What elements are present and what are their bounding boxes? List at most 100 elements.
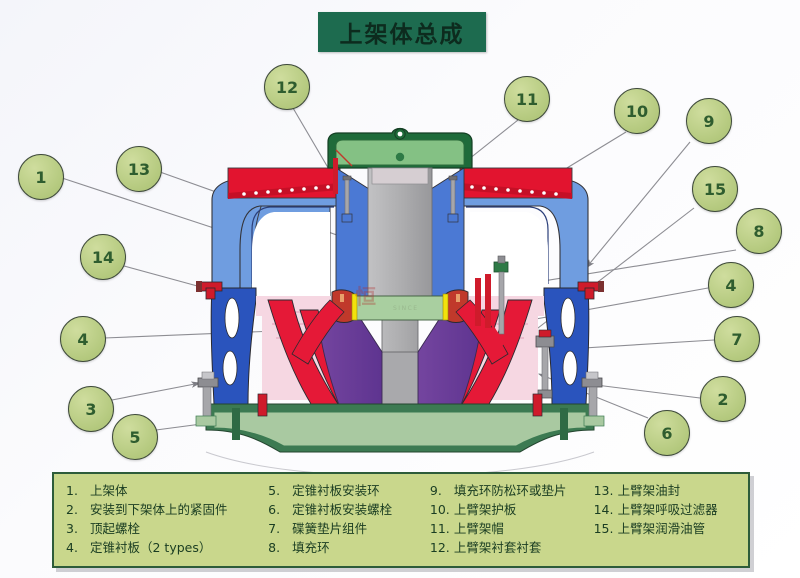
legend-item-9: 9. 填充环防松环或垫片 <box>430 483 594 499</box>
callout-4-left-label: 4 <box>77 329 89 349</box>
callout-10-label: 10 <box>625 101 649 121</box>
legend-item-9-num: 9. <box>429 483 442 498</box>
legend-item-10: 10.上臂架护板 <box>430 502 594 518</box>
callout-7[interactable]: 7 <box>714 316 760 362</box>
legend-item-10-num: 10. <box>429 502 450 517</box>
callout-5-label: 5 <box>129 427 141 447</box>
filler-ring-arm-left <box>291 299 345 365</box>
legend-item-13-num: 13. <box>593 483 614 498</box>
callout-14-label: 14 <box>91 247 115 267</box>
legend-item-12-num: 12. <box>429 540 450 555</box>
callout-12-label: 12 <box>275 77 299 97</box>
legend-item-15: 15.上臂架润滑油管 <box>594 521 738 537</box>
cone-liner-mounting-bolt-right <box>447 175 459 223</box>
legend-item-13-text: 上臂架油封 <box>617 483 681 498</box>
arm-bushing <box>333 158 338 194</box>
spring-washer-pack <box>535 329 555 399</box>
jack-bolt-left <box>195 371 219 427</box>
legend-column-4: 13.上臂架油封 14.上臂架呼吸过滤器 15.上臂架润滑油管 <box>594 483 738 566</box>
callout-1[interactable]: 1 <box>18 154 64 200</box>
callout-11[interactable]: 11 <box>504 76 550 122</box>
parts-legend: 1.上架体 2. 安装到下架体上的紧固件 3. 顶起螺栓 4. 定锥衬板（2 type… <box>52 472 750 568</box>
legend-item-11-text: 上臂架帽 <box>453 521 504 536</box>
callout-3-label: 3 <box>85 399 97 419</box>
legend-item-2-num: 2. <box>66 502 78 517</box>
legend-item-1-text: 上架体 <box>90 483 128 498</box>
callout-9-label: 9 <box>703 111 715 131</box>
legend-item-9-text: 填充环防松环或垫片 <box>453 483 567 498</box>
callout-13[interactable]: 13 <box>116 146 162 192</box>
legend-item-8: 8. 填充环 <box>268 540 430 556</box>
callout-11-label: 11 <box>515 89 539 109</box>
callout-14[interactable]: 14 <box>80 234 126 280</box>
legend-item-10-text: 上臂架护板 <box>453 502 517 517</box>
callout-4-left[interactable]: 4 <box>60 316 106 362</box>
legend-item-12: 12.上臂架衬套衬套 <box>430 540 594 556</box>
legend-item-1: 1.上架体 <box>66 483 268 499</box>
legend-item-4: 4. 定锥衬板（2 types） <box>66 540 268 556</box>
base-stud-left <box>257 393 268 417</box>
page-title-text: 上架体总成 <box>339 22 465 48</box>
legend-item-14-text: 上臂架呼吸过滤器 <box>617 502 718 517</box>
legend-item-2-text: 安装到下架体上的紧固件 <box>90 502 228 517</box>
legend-item-14-num: 14. <box>593 502 614 517</box>
legend-item-7-num: 7. <box>268 521 281 536</box>
legend-item-15-num: 15. <box>593 521 614 536</box>
legend-item-14: 14.上臂架呼吸过滤器 <box>594 502 738 518</box>
legend-item-6-num: 6. <box>268 502 281 517</box>
legend-item-2: 2. 安装到下架体上的紧固件 <box>66 502 268 518</box>
legend-item-15-text: 上臂架润滑油管 <box>617 521 706 536</box>
legend-item-4-num: 4. <box>66 540 78 555</box>
callout-13-label: 13 <box>127 159 151 179</box>
legend-item-11-num: 11. <box>429 521 450 536</box>
legend-item-11: 11.上臂架帽 <box>430 521 594 537</box>
callout-4-right[interactable]: 4 <box>708 262 754 308</box>
frame-arm-right <box>543 281 604 405</box>
legend-item-3: 3. 顶起螺栓 <box>66 521 268 537</box>
callout-3[interactable]: 3 <box>68 386 114 432</box>
page-title: 上架体总成 <box>318 12 486 52</box>
callout-1-label: 1 <box>35 167 47 187</box>
callout-2[interactable]: 2 <box>700 376 746 422</box>
legend-column-3: 9. 填充环防松环或垫片 10.上臂架护板 11.上臂架帽 12.上臂架衬套衬套 <box>430 483 594 566</box>
callout-15[interactable]: 15 <box>692 166 738 212</box>
legend-item-4-text: 定锥衬板（2 types） <box>90 540 212 555</box>
callout-15-label: 15 <box>703 179 727 199</box>
callout-8-label: 8 <box>753 221 765 241</box>
callout-6-label: 6 <box>661 423 673 443</box>
legend-item-5: 5. 定锥衬板安装环 <box>268 483 430 499</box>
legend-item-5-text: 定锥衬板安装环 <box>292 483 380 498</box>
shaft-top-collar <box>371 167 429 185</box>
callout-2-label: 2 <box>717 389 729 409</box>
callout-10[interactable]: 10 <box>614 88 660 134</box>
filler-ring-arm-right <box>455 299 509 365</box>
callout-5[interactable]: 5 <box>112 414 158 460</box>
callout-9[interactable]: 9 <box>686 98 732 144</box>
legend-item-12-text: 上臂架衬套衬套 <box>453 540 542 555</box>
callout-12[interactable]: 12 <box>264 64 310 110</box>
base-fastener-right <box>581 371 605 427</box>
callout-4-right-label: 4 <box>725 275 737 295</box>
legend-item-8-text: 填充环 <box>292 540 330 555</box>
legend-column-1: 1.上架体 2. 安装到下架体上的紧固件 3. 顶起螺栓 4. 定锥衬板（2 type… <box>66 483 268 566</box>
legend-item-7: 7. 碟簧垫片组件 <box>268 521 430 537</box>
callout-8[interactable]: 8 <box>736 208 782 254</box>
legend-item-8-num: 8. <box>268 540 281 555</box>
lube-oil-pipe <box>475 255 509 348</box>
inner-void-right <box>470 212 548 300</box>
cone-liner-mounting-bolt-left <box>341 175 353 223</box>
legend-item-5-num: 5. <box>268 483 281 498</box>
legend-item-6-text: 定锥衬板安装螺栓 <box>292 502 393 517</box>
legend-item-7-text: 碟簧垫片组件 <box>292 521 368 536</box>
legend-column-2: 5. 定锥衬板安装环 6. 定锥衬板安装螺栓 7. 碟簧垫片组件 8. 填充环 <box>268 483 430 566</box>
legend-item-3-text: 顶起螺栓 <box>90 521 141 536</box>
inner-void-left <box>252 212 330 300</box>
legend-item-13: 13.上臂架油封 <box>594 483 738 499</box>
arm-guard-plate-left <box>227 167 341 199</box>
base-stud-right <box>532 393 543 417</box>
arm-cap <box>327 127 473 169</box>
arm-guard-plate-right <box>459 167 573 199</box>
callout-6[interactable]: 6 <box>644 410 690 456</box>
legend-item-3-num: 3. <box>66 521 78 536</box>
